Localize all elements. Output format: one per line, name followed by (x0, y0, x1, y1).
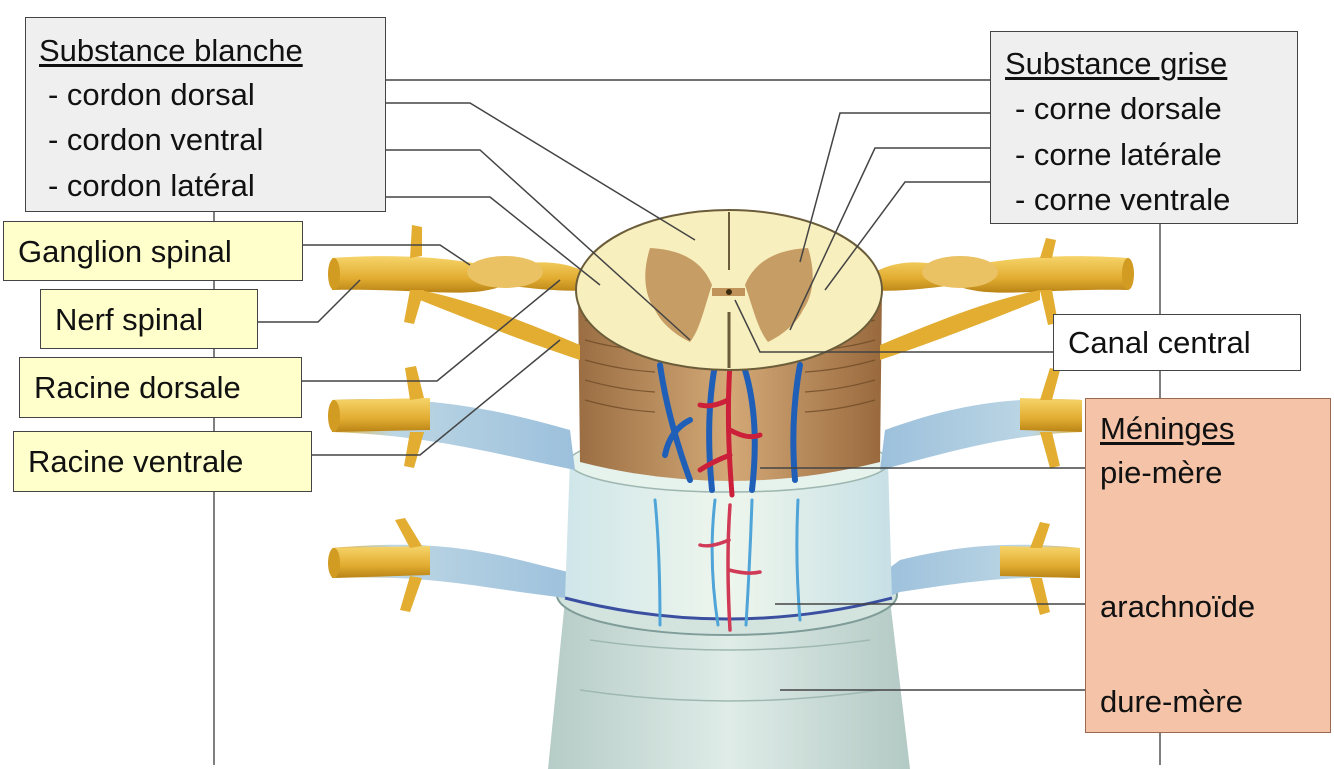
cordon-ventral-label: - cordon ventral (48, 124, 263, 155)
nerf-spinal-text: Nerf spinal (55, 304, 203, 335)
ganglion-spinal-label: Ganglion spinal (3, 221, 303, 281)
meninges-title: Méninges (1100, 413, 1234, 444)
canal-central-text: Canal central (1068, 327, 1251, 358)
grey-matter-title: Substance grise (1005, 48, 1227, 79)
meninges-legend: Méninges pie-mère arachnoïde dure-mère (1085, 398, 1331, 733)
nerf-spinal-label: Nerf spinal (40, 289, 258, 349)
arachnoide-label: arachnoïde (1100, 591, 1255, 622)
corne-ventrale-label: - corne ventrale (1015, 184, 1230, 215)
corne-laterale-label: - corne latérale (1015, 139, 1222, 170)
canal-central-label: Canal central (1053, 314, 1301, 371)
grey-matter-legend: Substance grise - corne dorsale - corne … (990, 31, 1298, 224)
racine-ventrale-text: Racine ventrale (28, 446, 243, 477)
racine-dorsale-label: Racine dorsale (19, 357, 302, 418)
cordon-lateral-label: - cordon latéral (48, 170, 255, 201)
white-matter-title: Substance blanche (39, 35, 303, 66)
white-matter-legend: Substance blanche - cordon dorsal - cord… (25, 17, 386, 212)
racine-dorsale-text: Racine dorsale (34, 372, 241, 403)
racine-ventrale-label: Racine ventrale (13, 431, 312, 492)
cordon-dorsal-label: - cordon dorsal (48, 79, 255, 110)
cross-section (576, 210, 882, 370)
dure-mere-label: dure-mère (1100, 686, 1243, 717)
ganglion-spinal-text: Ganglion spinal (18, 236, 232, 267)
corne-dorsale-label: - corne dorsale (1015, 93, 1222, 124)
pie-mere-label: pie-mère (1100, 457, 1222, 488)
